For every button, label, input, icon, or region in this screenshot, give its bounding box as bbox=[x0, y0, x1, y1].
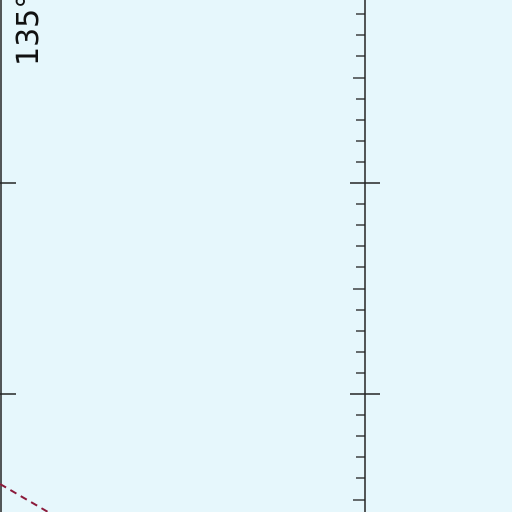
route-line bbox=[0, 483, 49, 512]
meridian-minor-ticks bbox=[353, 13, 365, 501]
meridian-label: 135° bbox=[11, 0, 46, 66]
